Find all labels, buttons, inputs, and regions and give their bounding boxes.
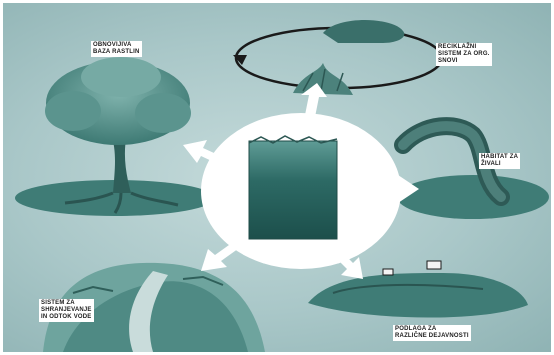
recycling-loop-illustration (233, 20, 444, 95)
animal-habitat-illustration (394, 117, 549, 219)
label-tree-line-1: OBNOVIJIVA (93, 42, 132, 48)
center-soil-panel (201, 113, 401, 269)
infrastructure-illustration (308, 260, 528, 318)
tree-illustration (15, 57, 215, 216)
label-water-line-1: SISTEM ZA (41, 300, 75, 306)
label-decomposition: RECIKLAŽNI SISTEM ZA ORG. SNOVI (436, 43, 492, 66)
label-water-line-3: IN ODTOK VODE (41, 314, 92, 320)
arrow-to-infrastructure (327, 243, 363, 279)
diagram-scene (15, 20, 549, 352)
arrow-to-loop (301, 83, 327, 117)
label-decomposition-line-2: SISTEM ZA ORG. (438, 51, 490, 57)
label-habitat-line-1: HABITAT ZA (481, 154, 519, 160)
label-water: SISTEM ZA SHRANJEVANJE IN ODTOK VODE (39, 299, 94, 322)
arrow-to-water (201, 235, 249, 271)
label-habitat: HABITAT ZA ŽIVALI (479, 153, 521, 169)
label-tree-line-2: BAZA RASTLIN (93, 49, 140, 55)
arrow-to-tree (183, 140, 236, 171)
arrow-to-habitat (371, 175, 419, 203)
label-infrastructure-line-2: RAZLIČNE DEJAVNOSTI (395, 333, 469, 339)
label-tree: OBNOVIJIVA BAZA RASTLIN (91, 41, 142, 57)
center-arrows (183, 83, 419, 279)
label-decomposition-line-1: RECIKLAŽNI (438, 44, 477, 50)
label-habitat-line-2: ŽIVALI (481, 161, 501, 167)
label-decomposition-line-3: SNOVI (438, 58, 458, 64)
water-landscape-illustration (43, 262, 265, 352)
label-infrastructure: PODLAGA ZA RAZLIČNE DEJAVNOSTI (393, 325, 471, 341)
label-infrastructure-line-1: PODLAGA ZA (395, 326, 437, 332)
label-water-line-2: SHRANJEVANJE (41, 307, 92, 313)
